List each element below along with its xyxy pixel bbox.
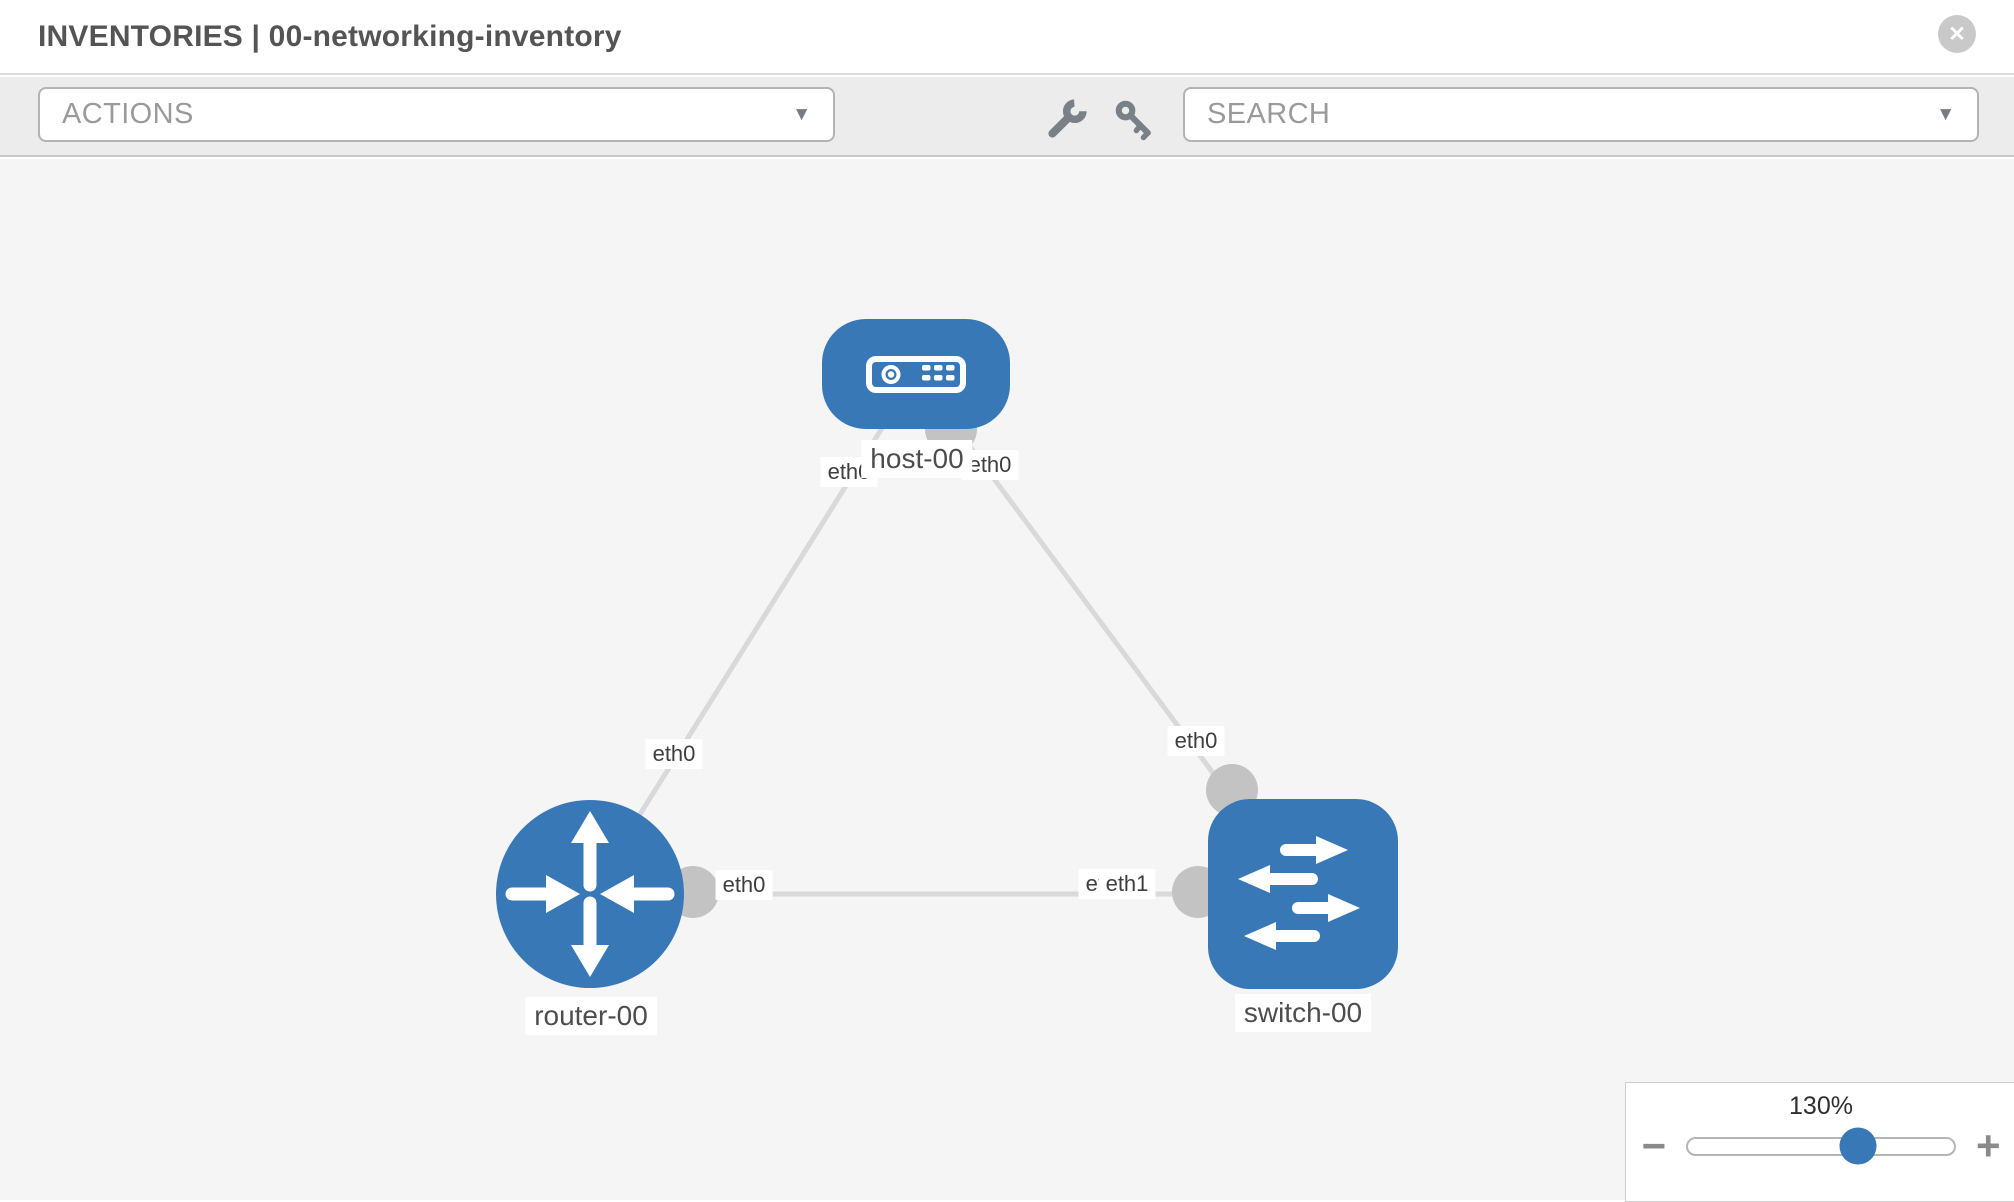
plus-icon: + — [1976, 1122, 2001, 1169]
interface-label: eth0 — [1167, 726, 1225, 756]
actions-dropdown-label: ACTIONS — [62, 98, 194, 130]
server-icon — [866, 356, 966, 393]
key-button[interactable] — [1112, 97, 1158, 143]
minus-icon: − — [1641, 1122, 1666, 1169]
header: INVENTORIES | 00-networking-inventory ✕ — [0, 0, 2014, 75]
node-label-host: host-00 — [861, 440, 973, 478]
configure-button[interactable] — [1043, 97, 1089, 143]
chevron-down-icon: ▼ — [792, 104, 811, 125]
zoom-slider-thumb[interactable] — [1839, 1127, 1877, 1165]
page-title: INVENTORIES | 00-networking-inventory — [38, 19, 622, 53]
search-label: SEARCH — [1207, 98, 1331, 130]
zoom-slider[interactable] — [1686, 1127, 1956, 1165]
switch-icon — [1238, 836, 1360, 950]
node-router[interactable] — [496, 800, 684, 988]
toolbar: ACTIONS ▼ SEARCH ▼ — [0, 77, 2014, 157]
interface-label: eth0 — [645, 739, 703, 769]
actions-dropdown[interactable]: ACTIONS ▼ — [38, 87, 835, 142]
zoom-in-button[interactable]: + — [1976, 1125, 2001, 1167]
zoom-level-label: 130% — [1789, 1092, 1853, 1120]
node-label-router: router-00 — [525, 997, 657, 1035]
close-icon: ✕ — [1948, 22, 1966, 46]
key-icon — [1115, 100, 1151, 141]
interface-label: eth1 — [1098, 869, 1156, 899]
topology-graph — [496, 319, 1398, 989]
node-label-switch: switch-00 — [1234, 994, 1372, 1032]
wrench-icon — [1048, 99, 1087, 138]
search-dropdown[interactable]: SEARCH ▼ — [1183, 87, 1979, 142]
zoom-out-button[interactable]: − — [1641, 1125, 1666, 1167]
topology-canvas[interactable]: eth0 eth0 eth0 eth0 eth0 eth0 eth1 host-… — [0, 159, 2014, 1202]
close-button[interactable]: ✕ — [1938, 15, 1976, 53]
connectors — [667, 403, 1258, 918]
zoom-panel: 130% − + — [1625, 1082, 2014, 1202]
node-host[interactable] — [822, 319, 1010, 429]
interface-label: eth0 — [715, 870, 773, 900]
router-icon — [505, 811, 675, 977]
chevron-down-icon: ▼ — [1936, 104, 1955, 125]
node-switch[interactable] — [1208, 799, 1398, 989]
